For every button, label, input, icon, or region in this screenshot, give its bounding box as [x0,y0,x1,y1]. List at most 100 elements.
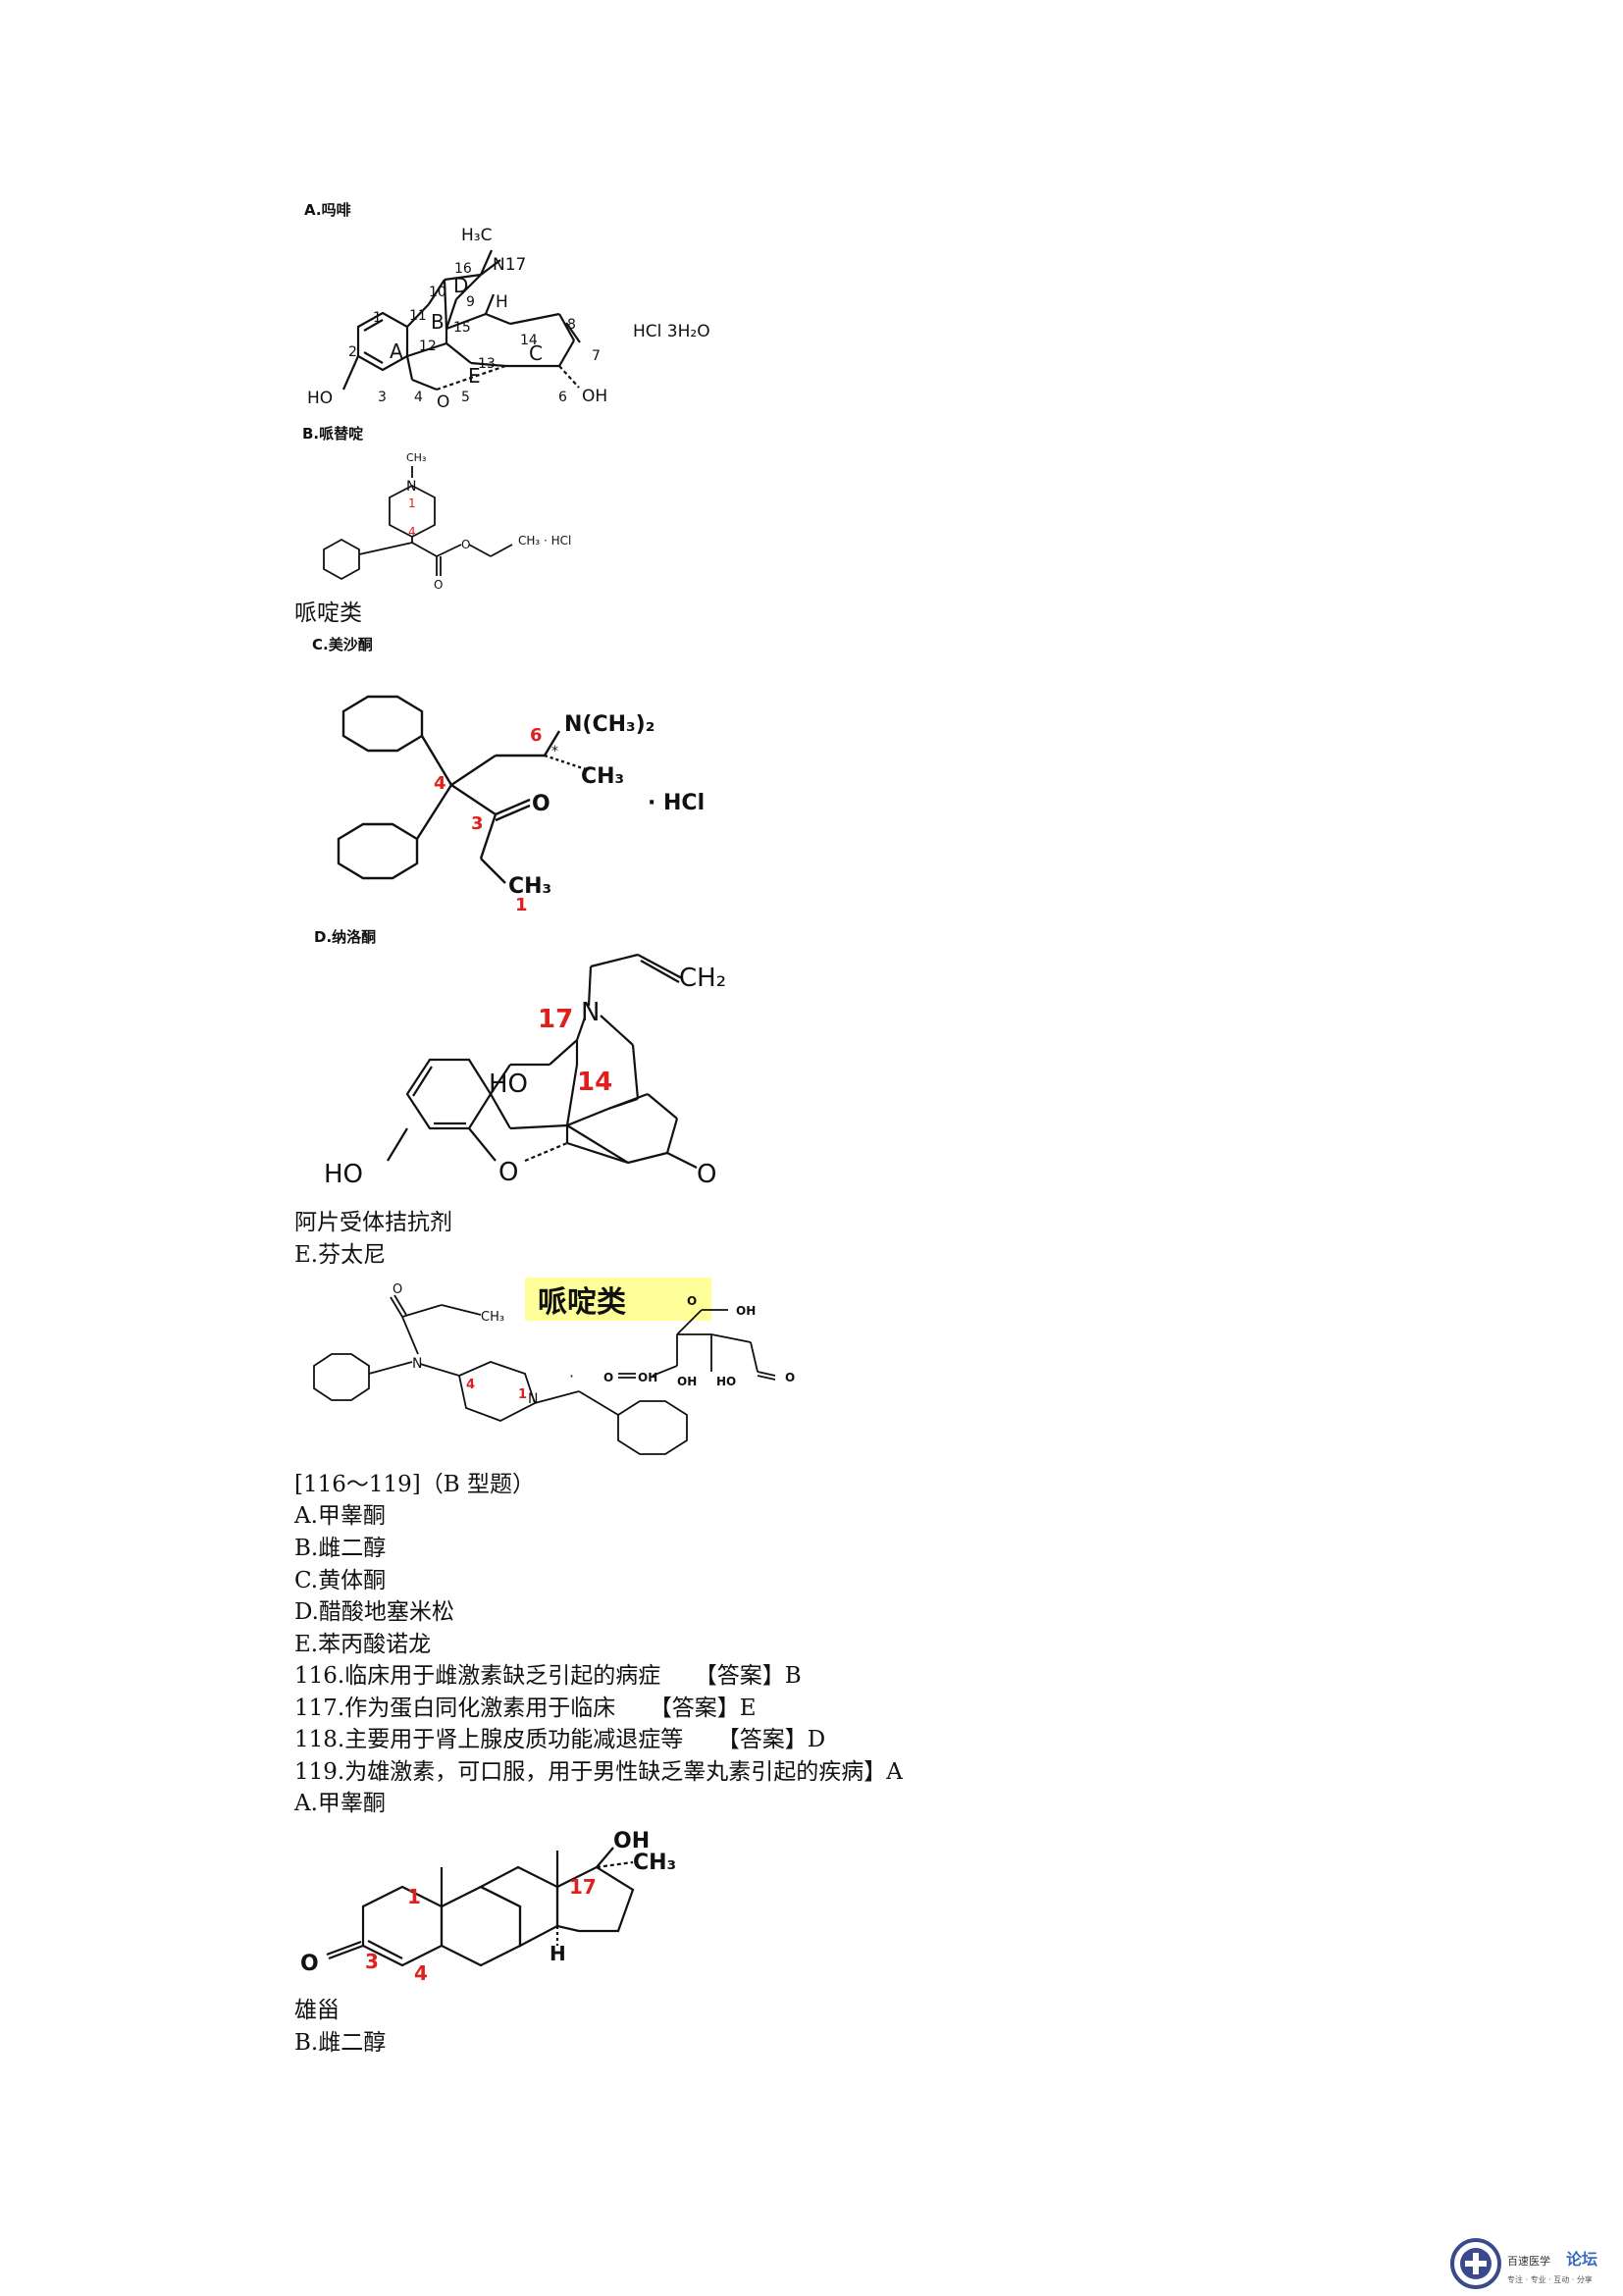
svg-text:N: N [581,998,600,1027]
svg-text:C: C [529,341,543,365]
svg-text:2: 2 [348,344,357,360]
svg-text:12: 12 [419,339,437,354]
svg-text:H: H [496,292,508,312]
svg-text:14: 14 [520,333,538,348]
svg-text:O: O [785,1371,795,1384]
option-e: E.苯丙酸诺龙 [294,1632,432,1657]
svg-text:CH₃: CH₃ [633,1851,676,1875]
svg-text:OH: OH [582,387,607,406]
banner-label: 哌啶类 [538,1285,626,1320]
svg-text:CH₃: CH₃ [581,764,624,789]
svg-text:*: * [551,744,558,759]
svg-text:4: 4 [434,773,446,794]
svg-text:13: 13 [478,356,496,372]
text-line: 哌啶类 [294,600,362,626]
svg-text:1: 1 [407,1885,421,1908]
forum-logo[interactable]: 百速医学 论坛 专注 · 专业 · 互动 · 分享 [1450,2235,1623,2292]
svg-text:1: 1 [515,895,528,915]
svg-text:CH₃: CH₃ [406,451,426,464]
methadone-structure: N(CH₃)₂ 6 * CH₃ 4 3 O · HCl CH₃ 1 [324,657,746,922]
svg-text:11: 11 [409,308,427,324]
figure-a-caption: A.吗啡 [304,201,351,219]
svg-text:O: O [697,1160,716,1189]
svg-text:OH: OH [638,1371,657,1384]
svg-text:14: 14 [577,1068,612,1097]
option-c: C.黄体酮 [294,1568,387,1593]
svg-text:17: 17 [569,1875,597,1899]
svg-text:N: N [406,479,416,495]
svg-text:5: 5 [461,390,470,405]
option-b: B.雌二醇 [294,1536,387,1561]
text-line: 阿片受体拮抗剂 [294,1210,452,1235]
figure-c-caption: C.美沙酮 [312,636,373,653]
question-116: 116.临床用于雌激素缺乏引起的病症 【答案】B [294,1663,802,1689]
svg-text:N: N [412,1356,422,1372]
option-a: A.甲睾酮 [294,1503,386,1529]
naloxone-structure: CH₂ N 17 HO 14 HO O O [314,947,756,1212]
svg-text:4: 4 [414,1961,428,1985]
svg-text:3: 3 [471,813,484,834]
svg-text:OH: OH [736,1304,756,1318]
svg-text:4: 4 [466,1378,475,1392]
svg-text:O: O [603,1371,613,1384]
svg-text:3: 3 [378,390,387,405]
svg-text:E: E [468,364,481,388]
svg-text:HO: HO [716,1375,736,1388]
text-line: B.雌二醇 [294,2030,387,2056]
text-line: 雄甾 [294,1998,340,2023]
logo-name: 百速医学 [1507,2254,1550,2268]
svg-text:HO: HO [307,389,333,408]
svg-text:1: 1 [408,496,416,510]
svg-text:4: 4 [408,525,416,539]
svg-text:OH: OH [613,1829,650,1853]
svg-text:O: O [393,1282,402,1297]
svg-text:O: O [434,578,443,592]
text-line: A.甲睾酮 [294,1791,386,1816]
svg-text:O: O [461,538,470,551]
svg-text:N: N [528,1391,538,1407]
svg-text:7: 7 [592,348,601,364]
svg-text:H: H [550,1942,566,1965]
question-heading: [116～119]（B 型题） [294,1472,535,1497]
figure-b-caption: B.哌替啶 [302,425,364,443]
svg-text:N(CH₃)₂: N(CH₃)₂ [564,712,654,737]
pethidine-salt: CH₃ · HCl [518,534,571,548]
question-118: 118.主要用于肾上腺皮质功能减退症等 【答案】D [294,1727,826,1752]
figure-d-caption: D.纳洛酮 [314,928,377,946]
svg-text:8: 8 [567,317,576,333]
methyltestosterone-structure: OH CH₃ 1 17 O 3 4 H [294,1813,824,1990]
svg-text:CH₂: CH₂ [679,964,726,993]
svg-text:OH: OH [677,1375,697,1388]
fentanyl-structure: 哌啶类 [304,1276,903,1472]
question-117: 117.作为蛋白同化激素用于临床 【答案】E [294,1696,757,1721]
svg-text:O: O [498,1158,518,1187]
svg-text:H₃C: H₃C [461,226,492,245]
svg-text:6: 6 [530,725,543,746]
svg-text:10: 10 [429,285,446,300]
morphine-structure: H₃C N17 16 10 D 9 H 1 11 B 15 14 8 2 A 1… [299,221,770,417]
logo-title: 论坛 [1566,2250,1597,2269]
option-d: D.醋酸地塞米松 [294,1599,454,1625]
svg-text:9: 9 [466,294,475,310]
svg-text:N17: N17 [493,255,526,275]
svg-text:CH₃: CH₃ [481,1310,504,1325]
svg-text:4: 4 [414,390,423,405]
morphine-salt: HCl 3H₂O [633,322,710,341]
svg-text:15: 15 [453,320,471,336]
svg-text:17: 17 [538,1005,573,1034]
svg-text:CH₃: CH₃ [508,874,551,899]
svg-text:D: D [453,274,468,297]
svg-text:A: A [390,339,403,363]
svg-text:3: 3 [365,1950,379,1973]
text-line: E.芬太尼 [294,1242,387,1268]
svg-text:O: O [437,392,449,412]
svg-text:O: O [687,1294,697,1308]
methadone-salt: · HCl [648,791,705,815]
svg-text:B: B [431,310,445,334]
svg-text:O: O [300,1952,319,1976]
logo-tagline: 专注 · 专业 · 互动 · 分享 [1507,2274,1593,2284]
svg-text:1: 1 [518,1387,527,1402]
svg-text:HO: HO [489,1070,528,1099]
svg-text:HO: HO [324,1160,363,1189]
